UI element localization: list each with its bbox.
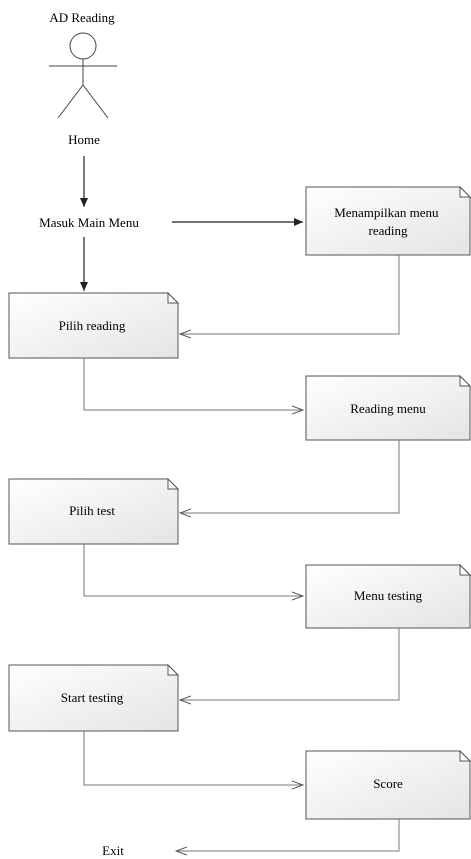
edge-menampilkan-to-pilih-reading (180, 255, 400, 334)
actor-label: AD Reading (49, 10, 115, 25)
edge-reading-menu-to-pilih-test (180, 440, 400, 513)
note-start-testing: Start testing (8, 663, 180, 732)
edge-pilih-reading-to-reading-menu (83, 358, 303, 410)
note-pilih-reading-label: Pilih reading (59, 318, 126, 333)
actor-figure (49, 32, 117, 119)
note-pilih-reading: Pilih reading (8, 291, 180, 359)
note-menampilkan-line-2: reading (369, 223, 408, 238)
note-menu-testing: Menu testing (305, 563, 471, 629)
home-label: Home (68, 132, 100, 147)
edge-menu-testing-to-start-testing (180, 628, 400, 700)
note-reading-menu: Reading menu (305, 374, 471, 441)
edge-score-to-exit (176, 819, 400, 851)
note-start-testing-label: Start testing (61, 690, 124, 705)
note-score-label: Score (373, 776, 403, 791)
note-menampilkan-line-1: Menampilkan menu (334, 205, 439, 220)
note-reading-menu-label: Reading menu (350, 401, 426, 416)
note-score: Score (305, 749, 471, 820)
main-menu-label: Masuk Main Menu (39, 215, 139, 230)
note-pilih-test: Pilih test (8, 477, 180, 545)
note-pilih-test-label: Pilih test (69, 503, 115, 518)
exit-label: Exit (102, 843, 124, 858)
svg-text:Menampilkan menu reading: Menampilkan menu reading (334, 205, 442, 238)
note-menampilkan-menu-reading: Menampilkan menu reading (305, 185, 471, 256)
note-menu-testing-label: Menu testing (354, 588, 423, 603)
edge-pilih-test-to-menu-testing (83, 544, 303, 596)
edge-start-testing-to-score (83, 731, 303, 785)
